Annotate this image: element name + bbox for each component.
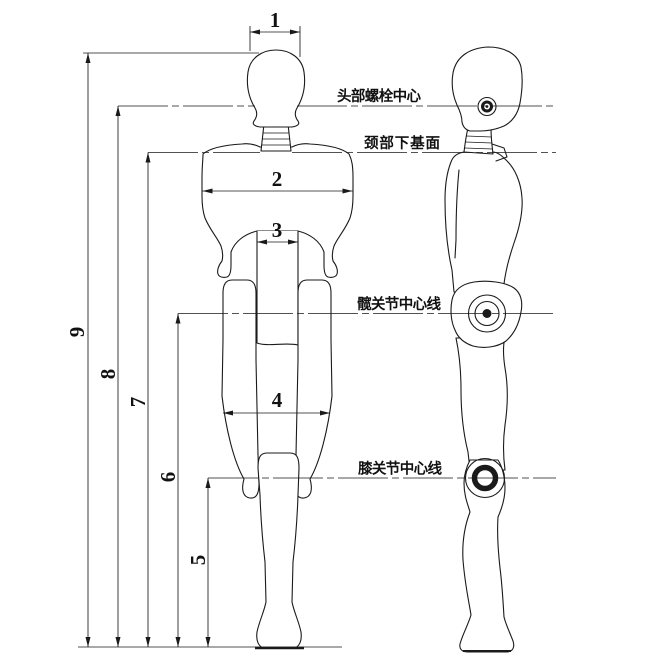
front-neck	[260, 123, 292, 152]
side-head-outline	[451, 46, 523, 132]
dim-1-extensions	[249, 26, 301, 57]
label-neck-lower-base: 颈部下基面	[363, 134, 440, 152]
front-torso-outline	[201, 143, 354, 278]
label-hip-joint-centerline: 髋关节中心线	[357, 295, 442, 313]
side-thigh	[455, 337, 508, 471]
annotations: 头部螺栓中心 颈部下基面 髋关节中心线 膝关节中心线 1 2 3 4 9 8 7…	[65, 8, 443, 565]
dim-2-number: 2	[272, 167, 283, 191]
dim-8-number: 8	[96, 369, 120, 380]
dim-7-number: 7	[126, 397, 150, 408]
arrowheads	[85, 29, 353, 647]
side-neck	[463, 127, 494, 155]
front-left-thigh	[221, 279, 260, 499]
dim-3-number: 3	[272, 218, 283, 242]
label-head-bolt-center: 头部螺栓中心	[337, 87, 422, 105]
front-neck-ribs	[261, 132, 291, 146]
reference-lines	[118, 105, 556, 479]
side-view-figure	[444, 46, 523, 653]
dim-9-number: 9	[65, 327, 89, 338]
front-pelvis-fill	[257, 231, 298, 345]
label-knee-joint-centerline: 膝关节中心线	[358, 460, 443, 478]
side-neck-ribs	[464, 135, 493, 150]
front-lower-leg	[256, 452, 302, 650]
side-back-inner-line	[454, 169, 460, 259]
dimension-lines	[78, 26, 353, 650]
dim-6-number: 6	[156, 472, 180, 483]
dim-1-number: 1	[270, 8, 281, 32]
dim-5-number: 5	[186, 555, 210, 566]
front-head-outline	[246, 49, 306, 128]
side-torso-outline	[444, 151, 523, 293]
dim-4-number: 4	[272, 388, 283, 412]
front-view-figure	[201, 49, 354, 650]
front-right-thigh	[294, 279, 333, 499]
head-bolt-marker	[477, 96, 497, 117]
